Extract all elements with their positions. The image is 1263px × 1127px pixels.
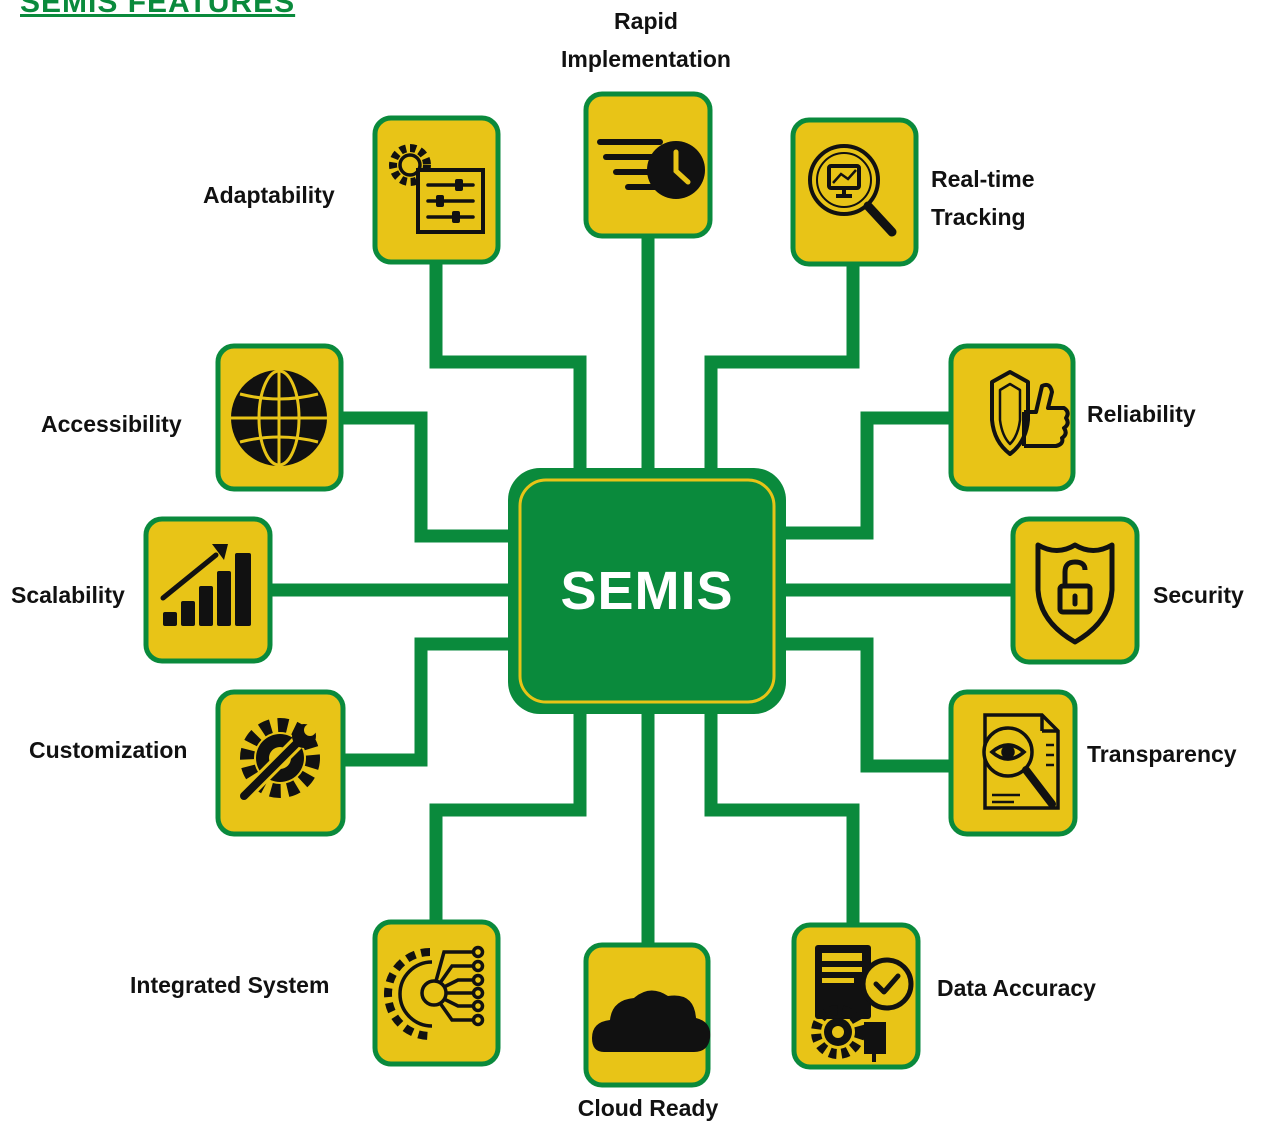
feature-label-rapid-implementation: Rapid Implementation [546, 2, 746, 78]
fast-clock-icon [597, 139, 705, 199]
feature-label-reliability: Reliability [1087, 401, 1196, 427]
feature-label-transparency: Transparency [1087, 741, 1237, 767]
connector-reliability [774, 411, 951, 540]
connector-transparency [774, 637, 951, 773]
shield-unlock-icon [1035, 542, 1115, 645]
feature-label-security: Security [1153, 582, 1244, 608]
magnifier-chart-icon [808, 144, 897, 237]
report-check-gear-icon [811, 945, 914, 1062]
growth-bars-icon [160, 544, 251, 626]
feature-label-integrated-system: Integrated System [130, 972, 330, 998]
connector-customization [343, 637, 520, 767]
tile-integrated-system [372, 919, 501, 1067]
page-title: SEMIS FEATURES [20, 0, 296, 19]
connector-real-time-tracking [704, 264, 860, 480]
feature-label-data-accuracy: Data Accuracy [937, 975, 1096, 1001]
connectors [270, 236, 1013, 945]
connector-adaptability [429, 262, 587, 480]
tile-reliability [948, 343, 1076, 492]
connector-accessibility [341, 411, 520, 543]
feature-label-customization: Customization [29, 737, 188, 763]
hub-label: SEMIS [560, 561, 734, 621]
document-eye-icon [982, 713, 1060, 810]
gear-sliders-icon [389, 144, 485, 234]
globe-icon [231, 369, 327, 467]
hub [508, 468, 786, 714]
feature-label-cloud-ready: Cloud Ready [577, 1095, 719, 1121]
label-line: Real-time Tracking [931, 166, 1035, 230]
feature-label-real-time-tracking: Real-time Tracking [931, 160, 1035, 236]
gear-wrench-icon [237, 718, 320, 803]
tile-security [1010, 516, 1140, 665]
feature-label-scalability: Scalability [11, 582, 125, 608]
feature-label-adaptability: Adaptability [203, 182, 335, 208]
gear-circuit-icon [384, 945, 485, 1040]
connector-integrated-system [429, 702, 587, 922]
shield-thumbs-up-icon [990, 370, 1070, 456]
feature-label-accessibility: Accessibility [41, 411, 182, 437]
cloud-icon [592, 990, 711, 1052]
label-line: Rapid Implementation [561, 8, 731, 72]
connector-data-accuracy [704, 702, 860, 925]
